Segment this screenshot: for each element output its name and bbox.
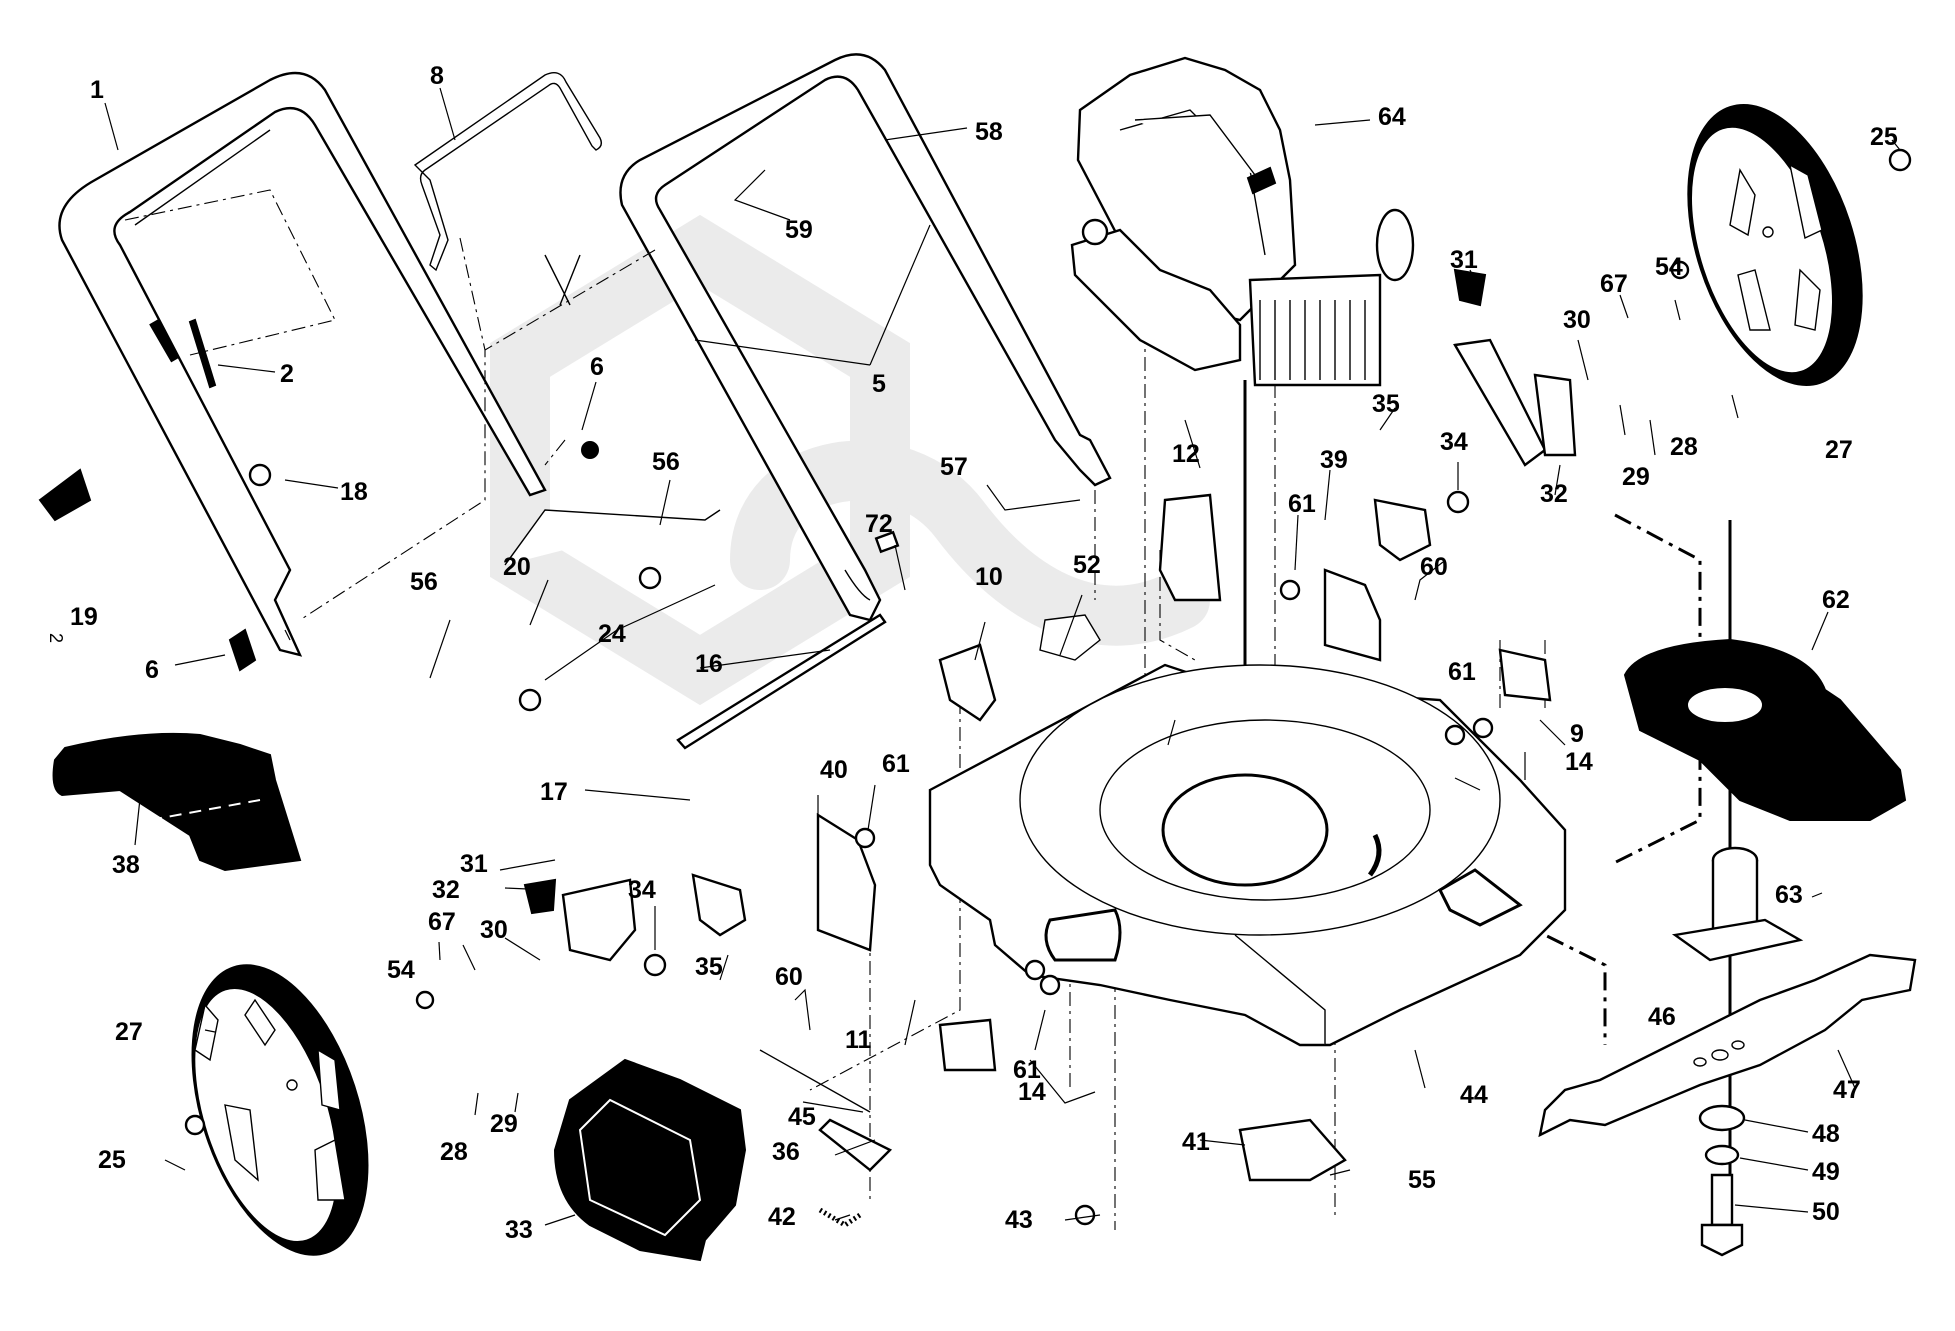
callout-34: 34	[1440, 428, 1468, 456]
callout-41: 41	[1182, 1128, 1210, 1156]
handle-lower	[58, 71, 547, 657]
callout-64: 64	[1378, 103, 1406, 131]
callout-39: 39	[1320, 446, 1348, 474]
callout-61: 61	[1288, 490, 1316, 518]
callout-18: 18	[340, 478, 368, 506]
callout-31: 31	[460, 850, 488, 878]
callout-61: 61	[882, 750, 910, 778]
callout-67: 67	[1600, 270, 1628, 298]
callout-29: 29	[490, 1110, 518, 1138]
callout-38: 38	[112, 851, 140, 879]
callout-42: 42	[768, 1203, 796, 1231]
height-adjuster-plates	[523, 268, 1577, 1182]
callout-32: 32	[1540, 480, 1568, 508]
mower-blade	[1538, 953, 1917, 1138]
callout-60: 60	[775, 963, 803, 991]
blade-adapter	[1671, 846, 1804, 962]
callout-19: 19	[70, 603, 98, 631]
callout-62: 62	[1822, 586, 1850, 614]
callout-24: 24	[598, 620, 626, 648]
callout-44: 44	[1460, 1081, 1488, 1109]
callout-72: 72	[865, 510, 893, 538]
callout-36: 36	[772, 1138, 800, 1166]
callout-11: 11	[845, 1026, 872, 1054]
callout-27: 27	[1825, 436, 1853, 464]
grass-deflector	[553, 1058, 747, 1262]
callout-31: 31	[1450, 246, 1478, 274]
callout-25: 25	[98, 1146, 126, 1174]
brand-emblem-icon	[1246, 166, 1277, 195]
fasteners	[38, 148, 1912, 1226]
callout-14: 14	[1565, 748, 1593, 776]
callout-labels: 1 8 58 59 64 25 2 5 31 67 54 30 6 18 35 …	[46, 62, 1898, 1244]
leader-lines	[104, 87, 1901, 1226]
callout-6: 6	[145, 656, 159, 684]
callout-29: 29	[1622, 463, 1650, 491]
callout-28: 28	[1670, 433, 1698, 461]
callout-60: 60	[1420, 553, 1448, 581]
spring-and-rod	[504, 509, 887, 1228]
callout-17: 17	[540, 778, 568, 806]
callout-55: 55	[1408, 1166, 1436, 1194]
callout-49: 49	[1812, 1158, 1840, 1186]
blade-guard	[1623, 638, 1907, 821]
callout-34: 34	[628, 876, 656, 904]
cable-clip-icon	[149, 319, 180, 363]
callout-54: 54	[387, 956, 415, 984]
callout-12: 12	[1172, 440, 1200, 468]
callout-67: 67	[428, 908, 456, 936]
callout-2: 2	[280, 360, 294, 388]
callout-61: 61	[1013, 1056, 1041, 1084]
callout-16: 16	[695, 650, 723, 678]
callout-8: 8	[430, 62, 444, 90]
callout-14: 14	[1018, 1078, 1046, 1106]
callout-10: 10	[975, 563, 1003, 591]
callout-48: 48	[1812, 1120, 1840, 1148]
callout-33: 33	[505, 1216, 533, 1244]
callout-58: 58	[975, 118, 1003, 146]
callout-5: 5	[872, 370, 886, 398]
blade-fasteners	[1698, 1104, 1746, 1257]
callout-63: 63	[1775, 881, 1803, 909]
callout-28: 28	[440, 1138, 468, 1166]
callout-47: 47	[1833, 1076, 1861, 1104]
callout-27: 27	[115, 1018, 143, 1046]
side-mark: 2	[46, 633, 66, 643]
callout-54: 54	[1655, 253, 1683, 281]
callout-45: 45	[788, 1103, 816, 1131]
callout-35: 35	[1372, 390, 1400, 418]
callout-6: 6	[590, 353, 604, 381]
callout-40: 40	[820, 756, 848, 784]
engine	[1070, 56, 1415, 387]
callout-52: 52	[1073, 551, 1101, 579]
callout-30: 30	[480, 916, 508, 944]
rear-wheel-right	[1687, 104, 1863, 386]
callout-56: 56	[410, 568, 438, 596]
callout-56: 56	[652, 448, 680, 476]
callout-57: 57	[940, 453, 968, 481]
callout-30: 30	[1563, 306, 1591, 334]
handle-upper	[619, 53, 1112, 622]
guide-lines	[124, 189, 1871, 1230]
callout-9: 9	[1570, 720, 1584, 748]
rear-wheel-left	[191, 964, 369, 1256]
callout-20: 20	[503, 553, 531, 581]
callout-61: 61	[1448, 658, 1476, 686]
mower-deck	[928, 663, 1567, 1047]
rear-flap	[52, 732, 302, 872]
control-bar	[413, 72, 603, 272]
callout-59: 59	[785, 216, 813, 244]
callout-25: 25	[1870, 123, 1898, 151]
callout-43: 43	[1005, 1206, 1033, 1234]
callout-35: 35	[695, 953, 723, 981]
callout-32: 32	[432, 876, 460, 904]
callout-50: 50	[1812, 1198, 1840, 1226]
callout-1: 1	[90, 76, 104, 104]
callout-46: 46	[1648, 1003, 1676, 1031]
